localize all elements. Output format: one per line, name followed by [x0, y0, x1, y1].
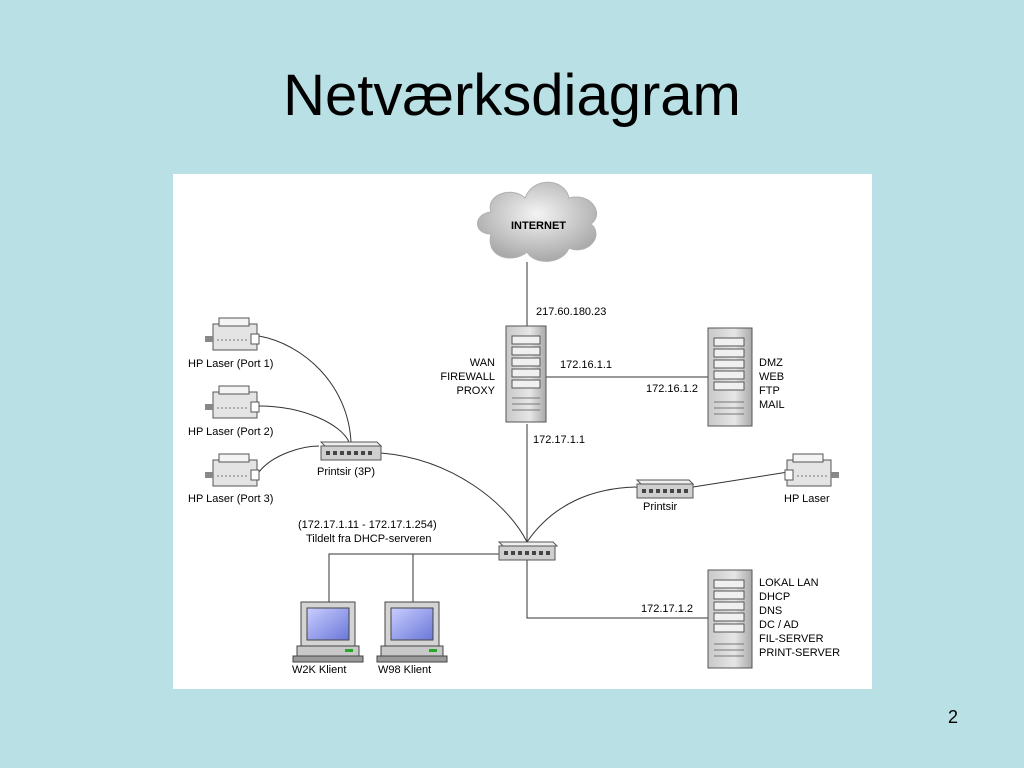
dhcp-note-label: Tildelt fra DHCP-serveren — [306, 533, 432, 545]
lan-role-dns: DNS — [759, 605, 783, 617]
firewall-dmz-ip-left: 172.16.1.1 — [560, 359, 612, 371]
printer-port1-label: HP Laser (Port 1) — [188, 358, 274, 370]
printer-port2-icon — [205, 385, 260, 419]
printsir-3p-icon — [319, 441, 383, 461]
link-printsir3p-switch — [380, 452, 528, 543]
firewall-role-proxy: PROXY — [456, 385, 495, 397]
dmz-role-dmz: DMZ — [759, 357, 783, 369]
lan-role-dc-ad: DC / AD — [759, 619, 799, 631]
network-diagram: INTERNET 217.60.180.23 WAN FIREWALL PROX… — [173, 174, 872, 689]
dmz-role-ftp: FTP — [759, 385, 780, 397]
lan-role-lokal-lan: LOKAL LAN — [759, 577, 819, 589]
internet-label: INTERNET — [511, 220, 566, 232]
printsir-label: Printsir — [643, 501, 678, 513]
printer-port3-label: HP Laser (Port 3) — [188, 493, 274, 505]
firewall-role-wan: WAN — [469, 357, 495, 369]
lan-switch-icon — [497, 541, 559, 561]
link-printer2-printsir3p — [258, 405, 350, 443]
wan-ip-label: 217.60.180.23 — [536, 306, 607, 318]
internet-cloud — [477, 181, 597, 262]
firewall-lan-ip: 172.17.1.1 — [533, 434, 585, 446]
diagram-graphics — [205, 181, 839, 669]
dmz-role-mail: MAIL — [759, 399, 785, 411]
connection-lines — [258, 262, 789, 619]
lan-server-ip: 172.17.1.2 — [641, 603, 693, 615]
link-switch-printsir — [526, 486, 642, 543]
page-number: 2 — [948, 707, 959, 727]
w98-client-label: W98 Klient — [378, 664, 432, 676]
firewall-server-icon — [505, 325, 547, 423]
link-printer1-printsir3p — [258, 335, 352, 443]
printsir-3p-label: Printsir (3P) — [317, 466, 376, 478]
printer-port3-icon — [205, 453, 260, 487]
printsir-icon — [635, 479, 695, 499]
dmz-server-icon — [707, 327, 753, 427]
w98-client-icon — [376, 601, 448, 663]
firewall-dmz-ip-right: 172.16.1.2 — [646, 383, 698, 395]
lan-role-print-server: PRINT-SERVER — [759, 647, 841, 659]
printer-port2-label: HP Laser (Port 2) — [188, 426, 274, 438]
firewall-role-firewall: FIREWALL — [440, 371, 495, 383]
lan-role-fil-server: FIL-SERVER — [759, 633, 824, 645]
link-switch-w2k — [328, 553, 513, 606]
w2k-client-label: W2K Klient — [292, 664, 347, 676]
link-printer3-printsir3p — [258, 445, 320, 473]
dhcp-range-label: (172.17.1.11 - 172.17.1.254) — [298, 519, 437, 531]
lan-role-dhcp: DHCP — [759, 591, 791, 603]
link-switch-lanserver — [526, 559, 708, 619]
w2k-client-icon — [292, 601, 364, 663]
printer-hp-laser-icon — [784, 453, 839, 487]
lan-server-icon — [707, 569, 753, 669]
link-printsir-hplaser — [692, 471, 789, 488]
hp-laser-label: HP Laser — [784, 493, 830, 505]
printer-port1-icon — [205, 317, 260, 351]
slide-title: Netværksdiagram — [283, 63, 741, 128]
dmz-role-web: WEB — [759, 371, 785, 383]
